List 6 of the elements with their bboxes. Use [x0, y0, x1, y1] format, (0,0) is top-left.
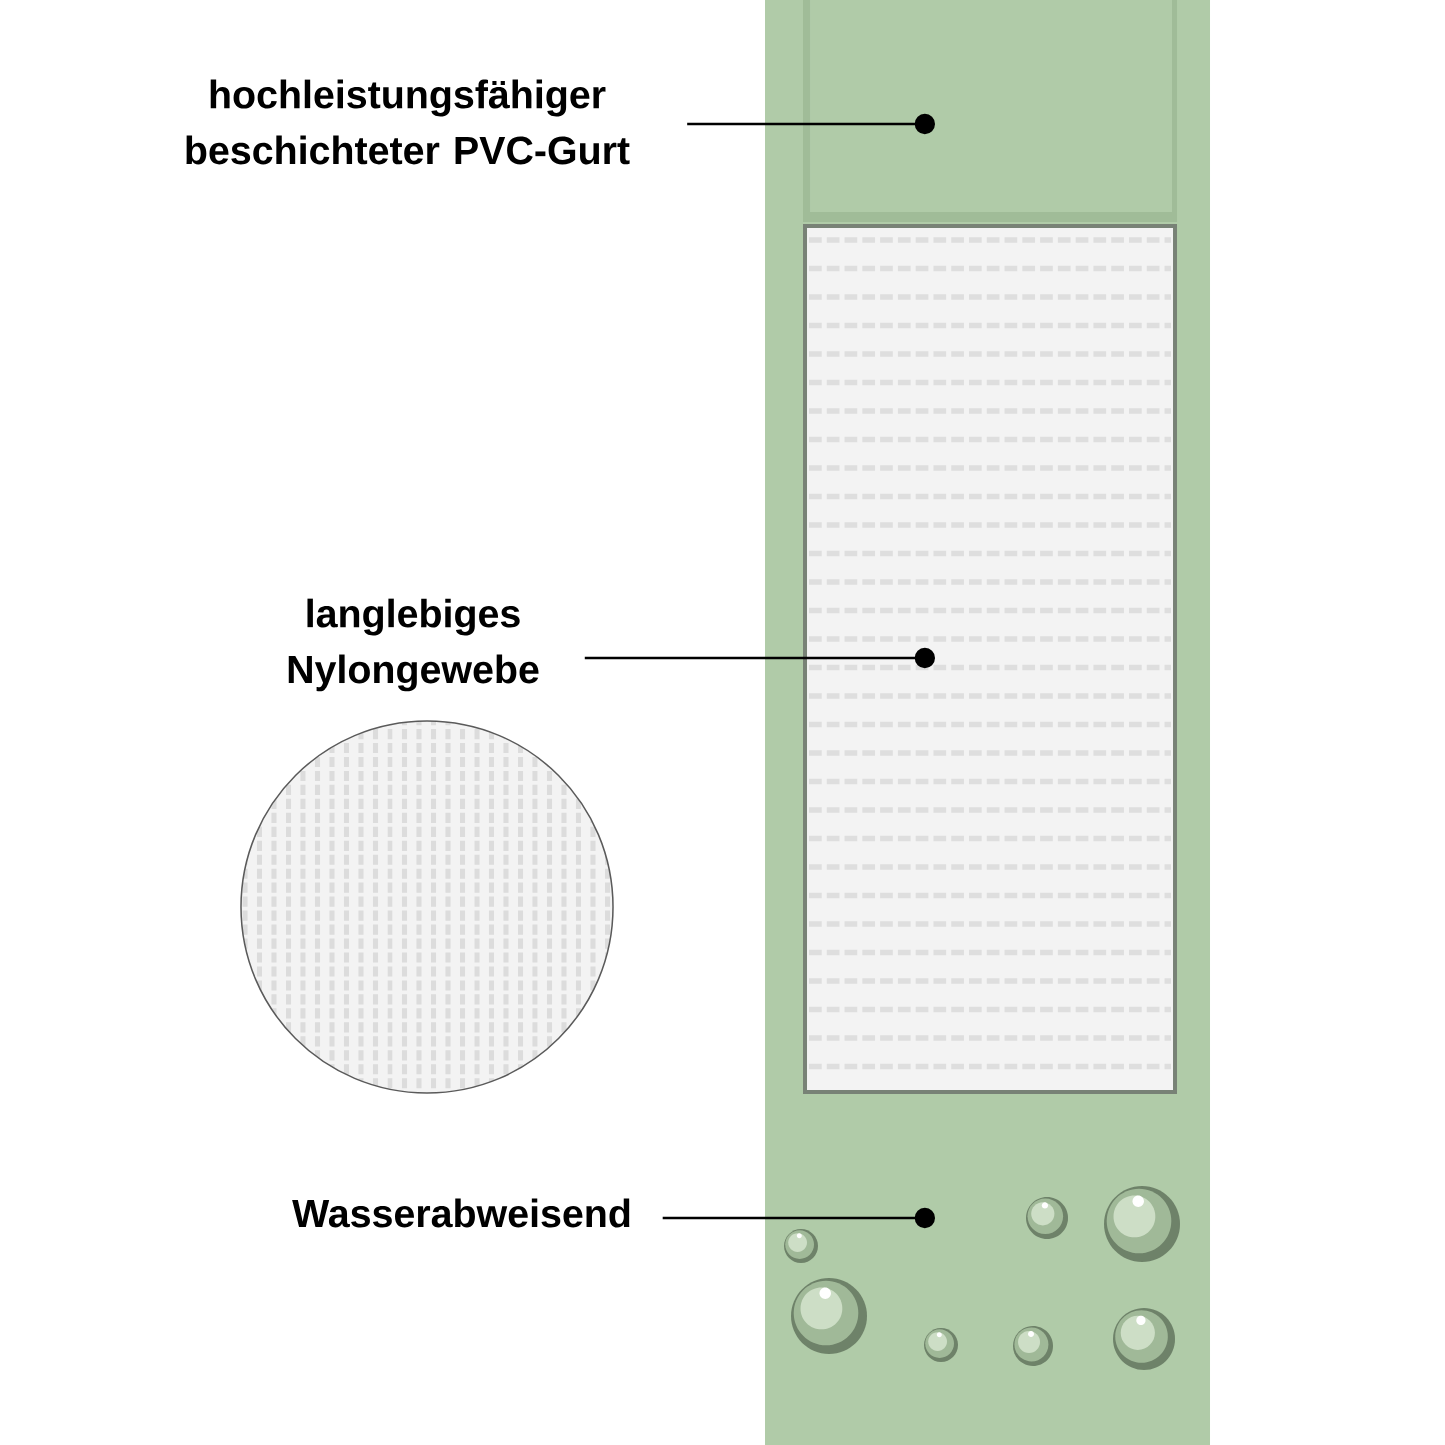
label-text: langlebiges Nylongewebe [288, 598, 539, 692]
label-text: Wasserabweisend [292, 1198, 630, 1228]
leader-line [687, 113, 935, 135]
leader-line [584, 647, 935, 669]
leader-line [662, 1207, 935, 1229]
label-text: hochleistungsfähiger beschichteter PVC-Gurt [186, 79, 630, 165]
